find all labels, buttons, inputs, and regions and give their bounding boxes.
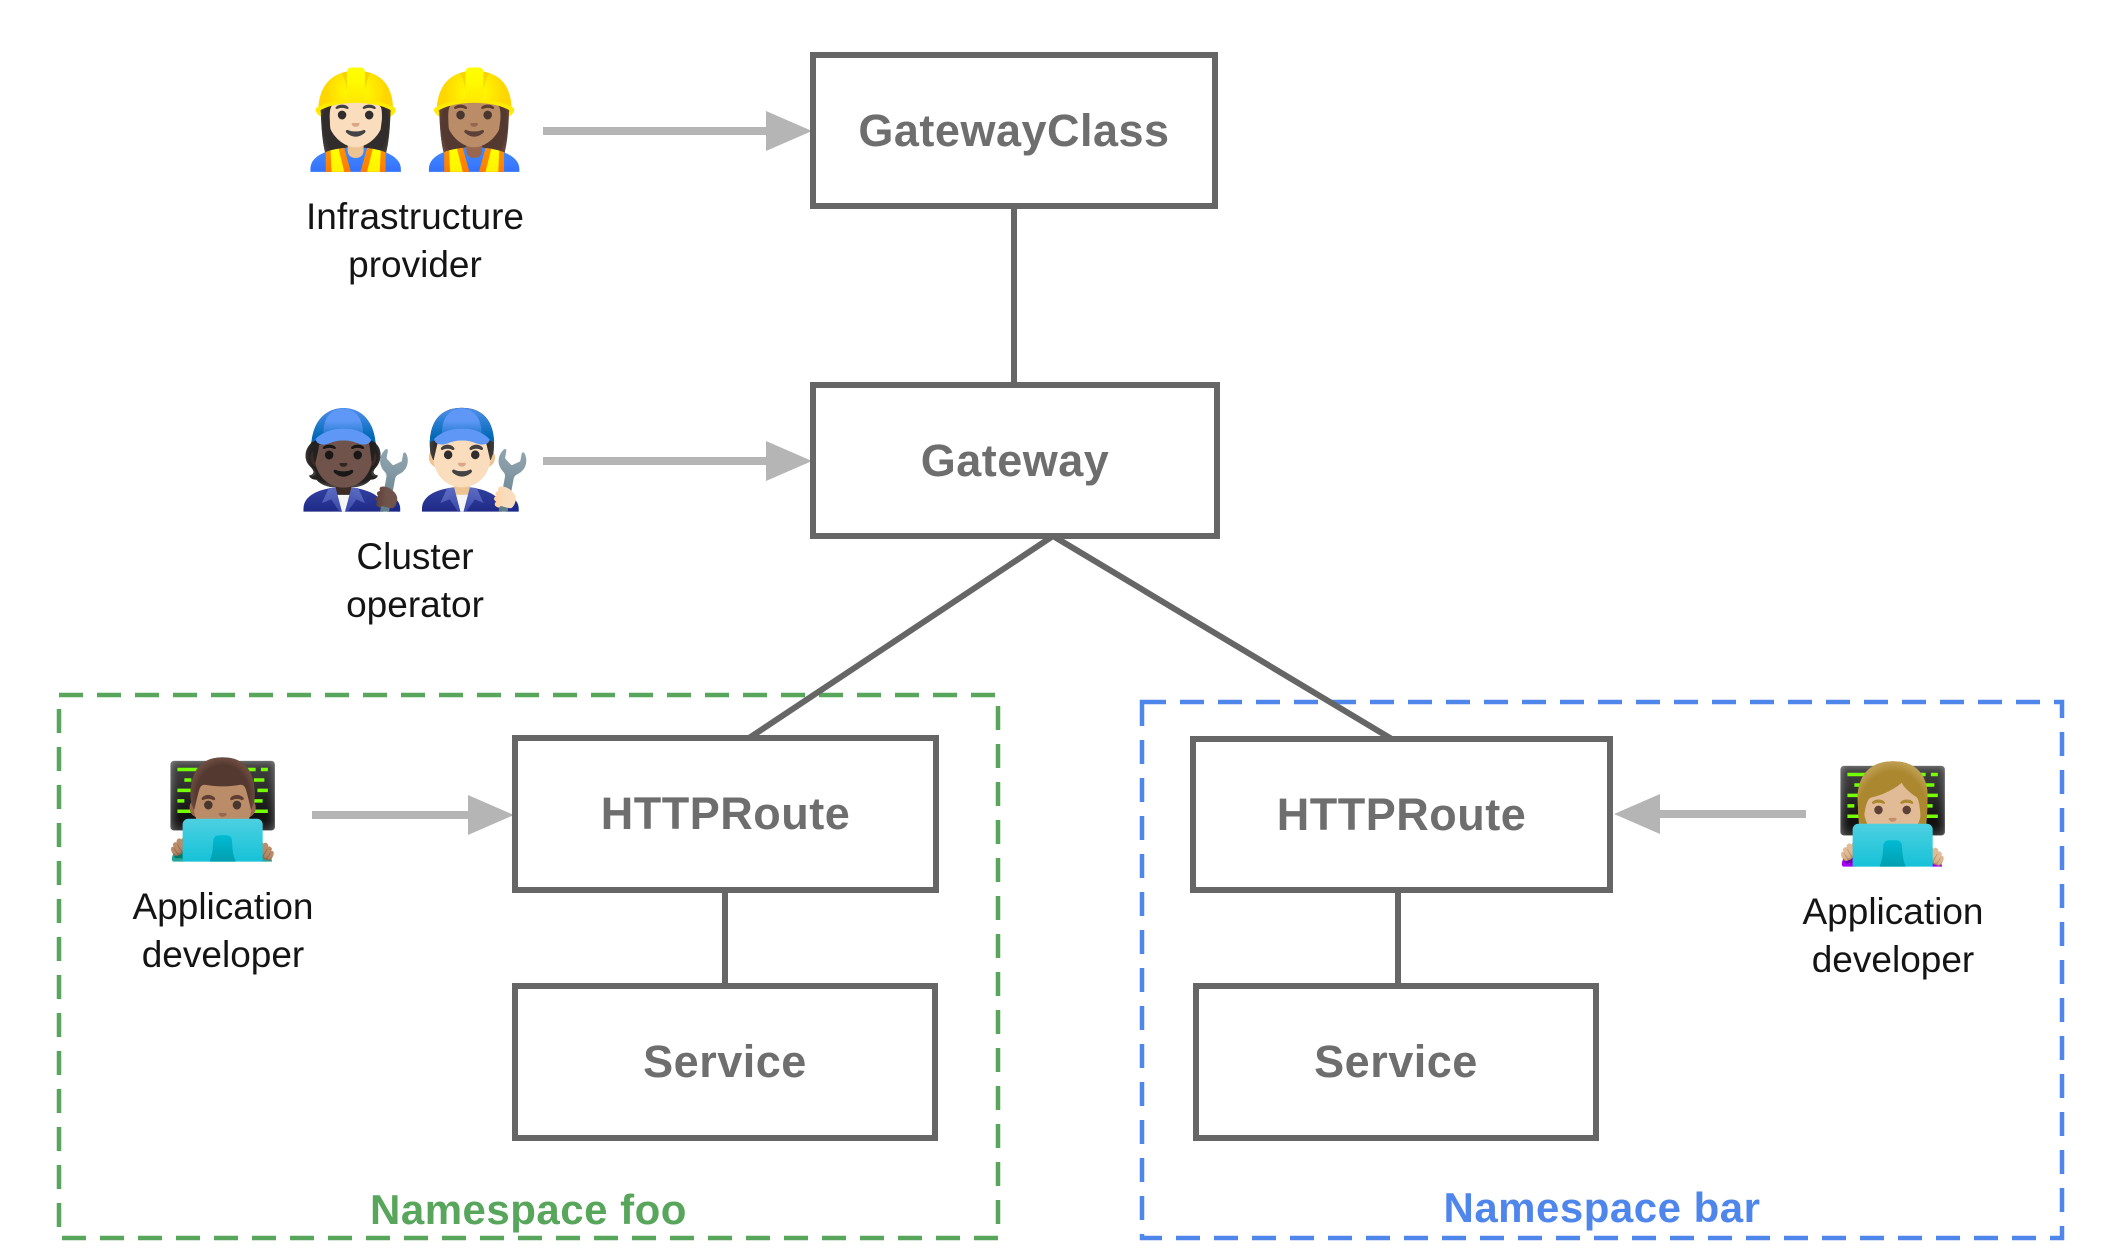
namespace-foo-border	[56, 692, 1001, 1241]
node-httproute-foo-label: HTTPRoute	[600, 788, 851, 839]
arrow-infrastructure-provider-head	[766, 111, 812, 151]
persona-cluster-operator-label: Cluster operator	[346, 536, 484, 625]
node-httproute-foo: HTTPRoute	[512, 735, 939, 893]
namespace-bar-label: Namespace bar	[1443, 1184, 1761, 1231]
node-service-foo: Service	[512, 983, 938, 1141]
node-gatewayclass-label: GatewayClass	[858, 104, 1170, 156]
node-gatewayclass: GatewayClass	[810, 52, 1218, 209]
persona-application-developer-foo-label: Application developer	[132, 886, 314, 975]
namespace-foo-label: Namespace foo	[370, 1186, 687, 1233]
construction-worker-emoji: 👷🏻‍♀️👷🏽‍♀️	[296, 67, 534, 173]
node-service-foo-label: Service	[643, 1036, 807, 1087]
node-gateway-label: Gateway	[920, 434, 1110, 486]
arrow-app-developer-bar-head	[1614, 794, 1660, 834]
mechanic-emoji: 🧑🏿‍🔧👨🏻‍🔧	[296, 407, 534, 513]
arrow-cluster-operator-head	[766, 441, 812, 481]
persona-cluster-operator: 🧑🏿‍🔧👨🏻‍🔧 Cluster operator	[215, 398, 615, 628]
persona-application-developer-bar-label: Application developer	[1802, 891, 1984, 980]
arrow-app-developer-foo-head	[468, 795, 514, 835]
node-httproute-bar: HTTPRoute	[1190, 736, 1613, 893]
persona-application-developer-bar: 👩🏼‍💻 Application developer	[1713, 753, 2073, 983]
technologist-emoji: 👩🏼‍💻	[1833, 762, 1953, 868]
persona-infrastructure-provider: 👷🏻‍♀️👷🏽‍♀️ Infrastructure provider	[215, 58, 615, 288]
node-httproute-bar-label: HTTPRoute	[1276, 788, 1527, 840]
node-service-bar-label: Service	[1314, 1036, 1478, 1087]
node-gateway: Gateway	[810, 382, 1220, 539]
connector-gateway-httproute-bar	[1051, 533, 1402, 747]
node-service-bar: Service	[1193, 983, 1599, 1141]
connector-gateway-httproute-foo	[738, 533, 1055, 747]
technologist-emoji: 👨🏽‍💻	[163, 757, 283, 863]
persona-infrastructure-provider-label: Infrastructure provider	[306, 196, 524, 285]
persona-application-developer-foo: 👨🏽‍💻 Application developer	[43, 748, 403, 978]
namespace-bar-border	[1139, 699, 2065, 1241]
